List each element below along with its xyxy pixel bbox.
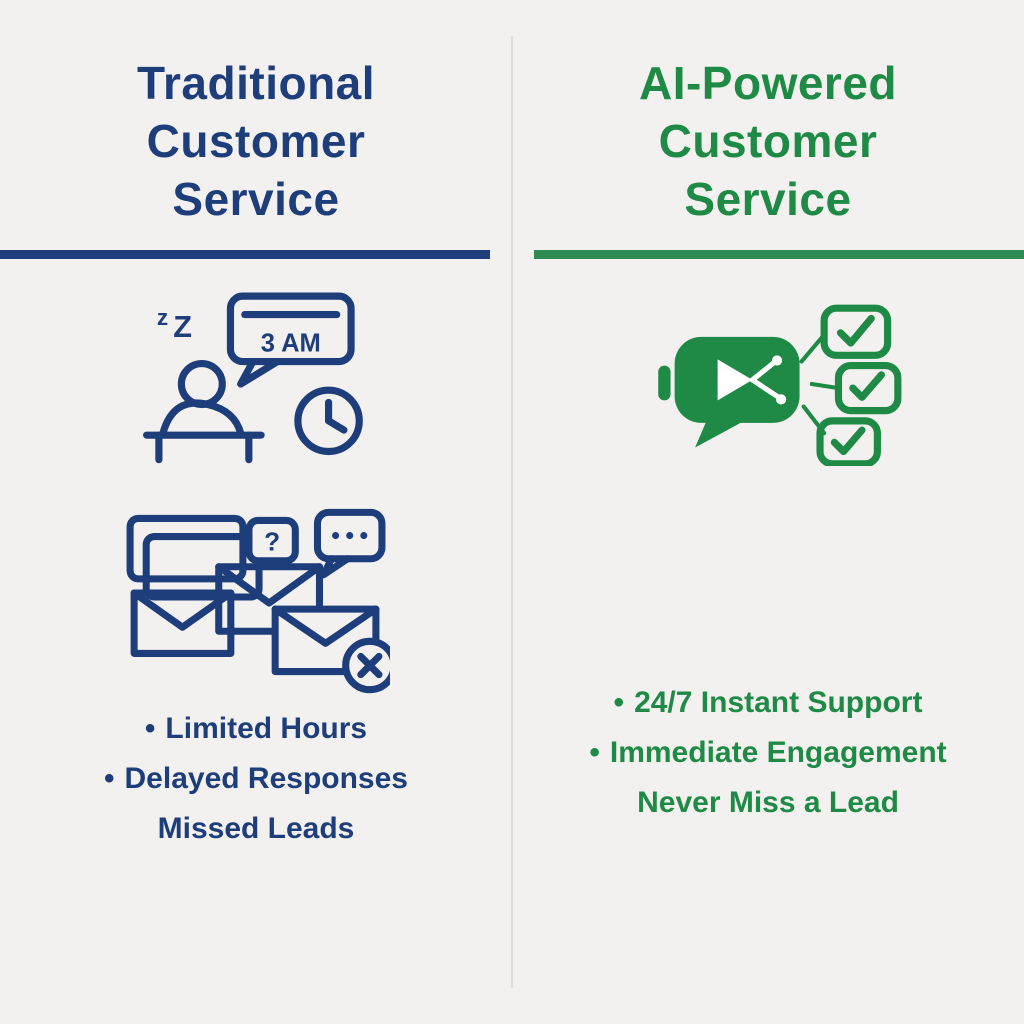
- traditional-title: Traditional Customer Service: [0, 54, 512, 228]
- traditional-accent-bar: [0, 250, 490, 259]
- bullet-text: Delayed Responses: [124, 762, 408, 795]
- traditional-bullet-list: • Limited Hours • Delayed Responses Missed…: [0, 704, 512, 854]
- bullet-marker: •: [613, 686, 625, 719]
- bullet-marker: •: [144, 712, 156, 745]
- bullet-item: • 24/7 Instant Support: [512, 678, 1024, 728]
- bullet-text: Immediate Engagement: [609, 736, 947, 769]
- bullet-item: • Limited Hours: [0, 704, 512, 754]
- person-head: [177, 360, 226, 409]
- message-card: [126, 514, 247, 583]
- bullet-text: Missed Leads: [157, 812, 355, 845]
- three-am-label: 3 AM: [261, 329, 321, 357]
- bullet-text: Never Miss a Lead: [637, 786, 899, 819]
- bullet-marker: •: [104, 762, 115, 795]
- bullet-item: Missed Leads: [0, 804, 512, 854]
- ai-accent-bar: [534, 250, 1024, 259]
- question-mark-text: ?: [264, 527, 280, 557]
- missed-emails-icon: ?: [118, 496, 398, 703]
- bullet-text: Limited Hours: [165, 712, 368, 745]
- title-line: Service: [172, 173, 340, 225]
- title-line: Service: [684, 173, 852, 225]
- title-line: Customer: [146, 115, 366, 167]
- check-bubble: [820, 304, 892, 359]
- bot-speech-tail: [695, 418, 745, 448]
- traditional-column: Traditional Customer Service z Z 3 AM: [0, 54, 512, 854]
- sleeping-agent-icon: z Z 3 AM: [128, 290, 384, 479]
- zz-large-text: Z: [173, 310, 192, 344]
- question-bubble: [245, 516, 299, 565]
- speech-bubble: [226, 292, 355, 366]
- check-bubble: [816, 417, 881, 468]
- clock-icon: [294, 386, 363, 456]
- bullet-item: • Immediate Engagement: [512, 728, 1024, 778]
- title-line: Traditional: [136, 57, 376, 109]
- envelope: [130, 589, 235, 657]
- center-divider-line: [511, 36, 513, 988]
- ai-bullet-list: • 24/7 Instant Support • Immediate Engagem…: [512, 678, 1024, 828]
- zz-small-text: z: [157, 305, 168, 330]
- person-body: [159, 399, 245, 437]
- title-line: Customer: [658, 115, 878, 167]
- envelope: [215, 563, 324, 635]
- title-line: AI-Powered: [638, 57, 898, 109]
- bullet-item: Never Miss a Lead: [512, 778, 1024, 828]
- ai-title: AI-Powered Customer Service: [512, 54, 1024, 228]
- ai-powered-column: AI-Powered Customer Service: [512, 0, 1024, 1024]
- bullet-item: • Delayed Responses: [0, 754, 512, 804]
- bullet-text: 24/7 Instant Support: [634, 686, 923, 719]
- play-icon: [717, 359, 753, 401]
- bullet-marker: •: [589, 736, 600, 769]
- bot-ear: [658, 365, 671, 401]
- check-bubble: [834, 361, 902, 415]
- chatbot-icon: [648, 302, 904, 471]
